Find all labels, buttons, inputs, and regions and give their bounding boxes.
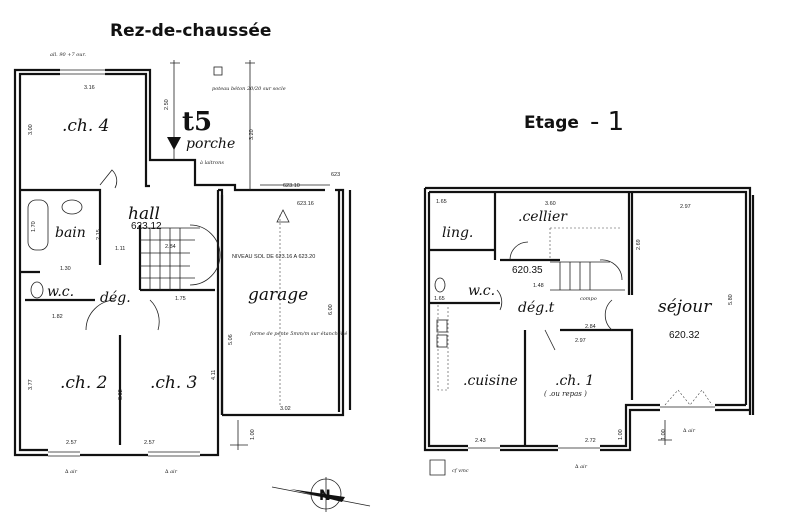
dimension-label: 5.06 (228, 334, 234, 345)
dimension-label: 2.69 (636, 239, 642, 250)
north-arrow-icon: N (271, 477, 371, 512)
room-ling: ling. (442, 225, 473, 241)
level-garage-out: 623.10 (283, 183, 300, 189)
dimension-label: 2.57 (66, 440, 77, 446)
air-note-2: ∆ air (165, 469, 178, 475)
dimension-label: 4.11 (211, 370, 217, 380)
dimension-label: 3.77 (28, 379, 34, 390)
dimension-label: 1.48 (533, 283, 544, 289)
room-cellier: .cellier (518, 209, 568, 225)
upper-floor-number: - 1 (590, 107, 624, 137)
room-wc-upper: w.c. (468, 283, 495, 299)
dimension-label: 3.02 (118, 389, 124, 400)
dimension-label: 2.57 (144, 440, 155, 446)
compo-note: compo (580, 296, 597, 302)
dimension-label: 3.20 (249, 129, 255, 140)
dimension-label: 3.16 (84, 85, 95, 91)
air-note-1: ∆ air (65, 469, 78, 475)
room-wc: w.c. (47, 284, 74, 300)
dimension-label: 6.00 (328, 304, 334, 315)
room-ch2: .ch. 2 (60, 373, 108, 393)
dimension-label: 1.70 (31, 221, 37, 232)
level-garage-in: 623.16 (297, 201, 314, 207)
dimension-label: 1.65 (434, 296, 445, 302)
upper-dimensions: 1.65 3.60 2.97 2.69 1.48 1.65 2.84 2.97 5.80 2.72… (434, 199, 734, 444)
dimension-label: 2.15 (96, 229, 102, 240)
ground-floor-plan (13, 60, 352, 457)
room-garage: garage (248, 285, 308, 305)
room-deg-upper: dég.t (518, 300, 555, 316)
dimension-label: 3.02 (280, 406, 291, 412)
air-note-upper-1: ∆ air (683, 428, 696, 434)
dimension-label: 2.50 (164, 99, 170, 110)
dimension-label: 3.60 (545, 201, 556, 207)
level-edge: 623 (331, 172, 340, 178)
north-label: N (319, 488, 331, 504)
level-hall: 623.12 (131, 221, 162, 232)
vmc-note: cf vmc (452, 468, 469, 474)
room-ch1-alt: ( .ou repas ) (544, 390, 587, 398)
room-ch4: .ch. 4 (62, 116, 110, 136)
ground-floor-title: Rez-de-chaussée (110, 21, 271, 41)
dimension-label: 2.84 (585, 324, 596, 330)
dimension-label: 1.00 (250, 429, 256, 440)
upper-floor-plan (423, 186, 755, 476)
dimension-label: 3.00 (28, 124, 34, 135)
room-ch1: .ch. 1 (555, 373, 594, 389)
room-bain: bain (55, 225, 86, 241)
upper-floor-title: Etage (524, 113, 579, 133)
type-mark: t5 (182, 107, 212, 137)
dimension-label: 1.75 (175, 296, 186, 302)
room-sejour: séjour (658, 297, 712, 317)
level-deg: 620.35 (512, 265, 543, 276)
dimension-label: 1.00 (661, 429, 667, 440)
dimension-label: 2.97 (575, 338, 586, 344)
dimension-label: 1.30 (60, 266, 71, 272)
room-ch3: .ch. 3 (150, 373, 198, 393)
ground-dimensions: 3.16 3.00 2.50 3.20 1.70 1.30 1.11 2.84 1.75 5.06… (28, 85, 334, 446)
room-cuisine: .cuisine (463, 373, 518, 389)
post-note: poteau béton 20/20 sur socle (212, 85, 286, 92)
room-deg: dég. (100, 290, 131, 306)
dimension-label: 1.82 (52, 314, 63, 320)
dimension-label: 1.11 (115, 246, 125, 252)
dimension-label: 1.00 (618, 429, 624, 440)
upper-staircase (549, 227, 625, 291)
room-hall: hall (128, 204, 160, 224)
level-sejour: 620.32 (669, 330, 700, 341)
dimension-label: 1.65 (436, 199, 447, 205)
dimension-label: 2.97 (680, 204, 691, 210)
garage-floor-note: NIVEAU SOL DE 623.16 A 623.20 (232, 254, 315, 260)
room-porche: porche (186, 136, 235, 152)
dimension-label: 5.80 (728, 294, 734, 305)
dimension-label: 2.43 (475, 438, 486, 444)
air-note-upper-2: ∆ air (575, 464, 588, 470)
dimension-label: 2.84 (165, 244, 176, 250)
staircase (140, 224, 221, 290)
dimension-label: 2.72 (585, 438, 596, 444)
window-note: all. 90 +7 our. (50, 52, 86, 58)
porch-note: à laitrons (200, 159, 224, 166)
slope-note: forme de pente 5mm/m sur étanchéité (249, 330, 347, 337)
